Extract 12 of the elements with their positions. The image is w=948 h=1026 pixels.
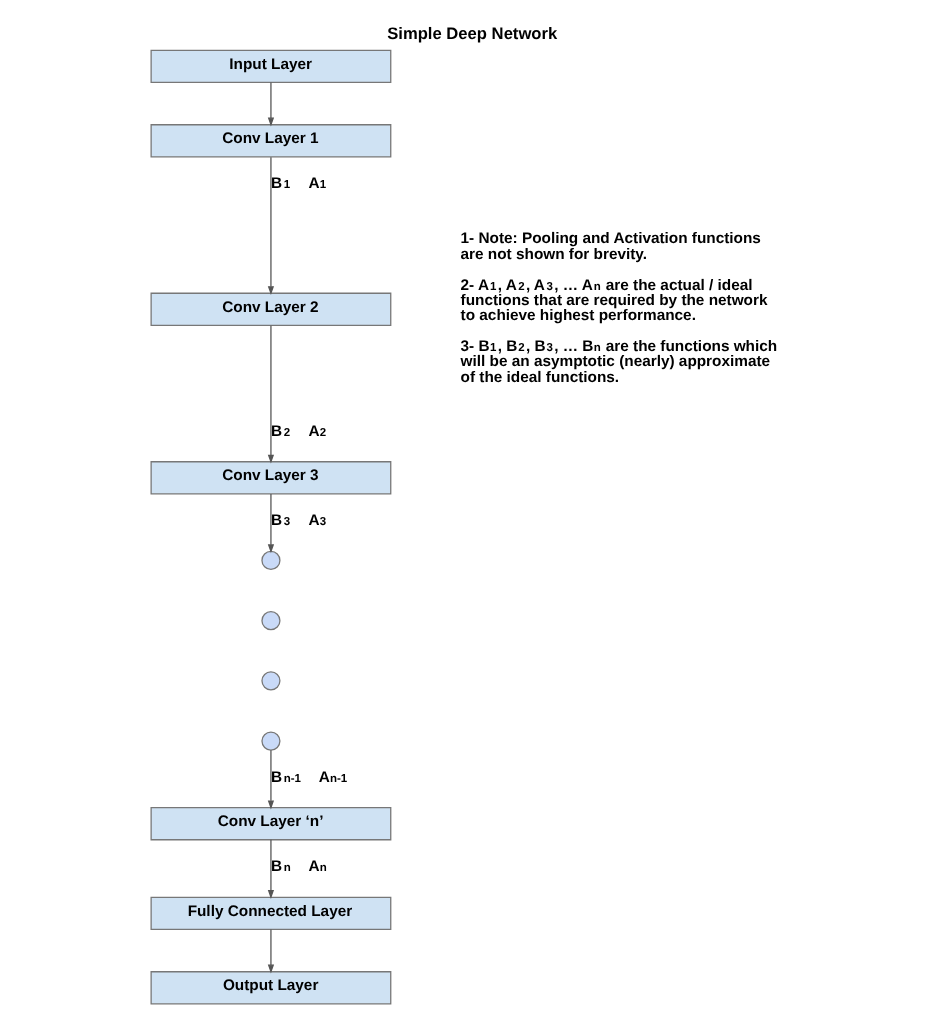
arrow <box>266 156 274 296</box>
node-circle <box>260 550 280 570</box>
arrow <box>266 839 274 899</box>
diagram-title: Simple Deep Network <box>386 23 557 44</box>
node-circle <box>260 731 280 751</box>
arrow <box>266 325 274 464</box>
node-circle <box>260 671 280 691</box>
arrow <box>266 493 274 554</box>
node-circle <box>260 611 280 631</box>
arrow <box>266 749 274 810</box>
arrow <box>266 81 274 127</box>
arrow <box>266 928 274 974</box>
